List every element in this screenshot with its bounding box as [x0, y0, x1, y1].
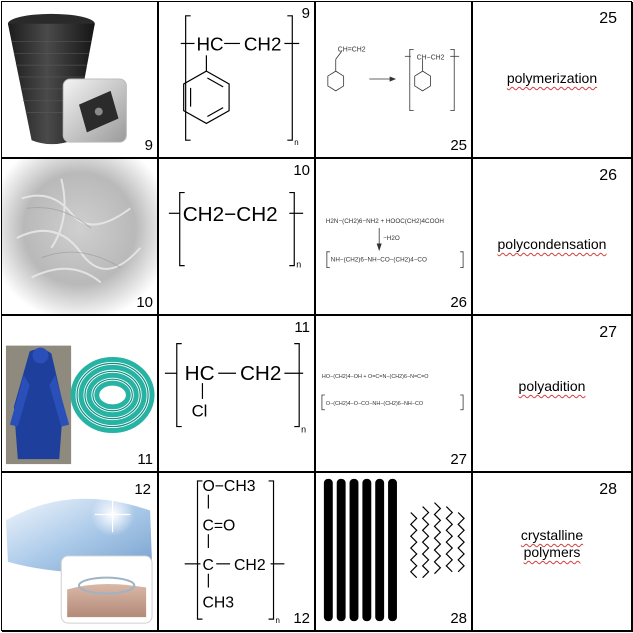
formula-center-carbon: C [202, 557, 213, 574]
polyethylene-formula: CH2−CH2 n [168, 191, 304, 270]
reaction-number: 26 [450, 294, 467, 311]
formula-subscript-n: n [294, 138, 298, 147]
photo-cell-plastic-film: 10 [2, 159, 159, 316]
photo-number: 11 [137, 451, 153, 468]
photo-number: 9 [144, 137, 153, 154]
formula-number: 9 [301, 5, 310, 22]
cup-and-cd-photo [7, 13, 127, 145]
reaction-cell-polyaddition: HO−(CH2)4−OH + O=C=N−(CH2)6−N=C=O O−(CH2… [316, 316, 473, 473]
term-label-line-2: polymers [523, 544, 581, 560]
formula-carbonyl: C=O [202, 517, 235, 534]
crystalline-vs-amorphous-diagram [323, 478, 465, 622]
formula-cell-polyethylene: CH2−CH2 n 10 [159, 159, 316, 316]
polyaddition-reaction: HO−(CH2)4−OH + O=C=N−(CH2)6−N=C=O O−(CH2… [321, 374, 464, 411]
term-number: 27 [599, 324, 617, 341]
polymer-label: CH−CH2 [417, 54, 445, 61]
formula-subscript-n: n [275, 616, 279, 625]
reaction-cell-polycondensation: H2N−(CH2)6−NH2 + HOOC(CH2)4COOH −H2O NH−… [316, 159, 473, 316]
term-number: 28 [599, 481, 617, 498]
term-number: 25 [599, 10, 617, 27]
reaction-number: 27 [450, 451, 467, 468]
formula-text: CH2−CH2 [183, 203, 278, 226]
plastic-film-photo [2, 159, 157, 314]
reaction-number: 25 [450, 137, 467, 154]
pvc-formula: HC CH2 Cl n [164, 343, 306, 434]
photo-cell-raincoat-hose: 11 [2, 316, 159, 473]
formula-group-hc: HC [185, 362, 215, 385]
formula-methyl: CH3 [202, 594, 234, 611]
formula-group-ch2: CH2 [240, 362, 281, 385]
polycondensation-reaction: H2N−(CH2)6−NH2 + HOOC(CH2)4COOH −H2O NH−… [326, 218, 464, 268]
product-line: NH−(CH2)6−NH−CO−(CH2)4−CO [331, 257, 427, 264]
term-label: polyadition [518, 378, 586, 394]
formula-number: 11 [294, 319, 310, 336]
byproduct-label: −H2O [383, 235, 400, 242]
formula-subscript-n: n [301, 424, 306, 434]
monomer-label: CH=CH2 [338, 46, 366, 53]
reactants-line: H2N−(CH2)6−NH2 + HOOC(CH2)4COOH [326, 218, 445, 225]
photo-number: 12 [134, 481, 151, 498]
term-cell-polyaddition: 27 polyadition [473, 316, 633, 473]
formula-ch2: CH2 [234, 557, 266, 574]
contact-lens-photo [5, 492, 153, 624]
term-cell-polymerization: 25 polymerization [473, 2, 633, 159]
formula-group-ch2: CH2 [244, 33, 282, 54]
formula-group-hc: HC [197, 33, 224, 54]
polymerization-reaction: CH=CH2 CH−CH2 [327, 46, 460, 111]
term-label: polymerization [506, 70, 598, 86]
structure-cell-crystalline: 28 [316, 473, 473, 632]
polystyrene-formula: HC CH2 n [180, 15, 300, 147]
term-cell-crystalline-polymers: 28 crystalline polymers [473, 473, 633, 632]
photo-cell-contact-lens: 12 [2, 473, 159, 632]
raincoat-and-hose-photo [2, 316, 157, 471]
photo-cell-cup-cd: 9 [2, 2, 159, 159]
formula-substituent-cl: Cl [192, 402, 208, 421]
formula-cell-pmma: O−CH3 C=O C CH2 CH3 n 12 [159, 473, 316, 632]
product-line: O−(CH2)4−O−CO−NH−(CH2)6−NH−CO [326, 401, 423, 407]
pmma-formula: O−CH3 C=O C CH2 CH3 n [184, 478, 285, 625]
formula-cell-pvc: HC CH2 Cl n 11 [159, 316, 316, 473]
formula-methoxy: O−CH3 [202, 478, 255, 495]
reaction-cell-polymerization: CH=CH2 CH−CH2 25 [316, 2, 473, 159]
term-label: polycondensation [497, 236, 607, 252]
formula-number: 12 [293, 610, 310, 627]
formula-cell-polystyrene: HC CH2 n 9 [159, 2, 316, 159]
reactants-line: HO−(CH2)4−OH + O=C=N−(CH2)6−N=C=O [322, 374, 429, 380]
term-cell-polycondensation: 26 polycondensation [473, 159, 633, 316]
term-label-line-1: crystalline [520, 527, 584, 543]
formula-subscript-n: n [296, 260, 301, 270]
photo-number: 10 [136, 294, 153, 311]
formula-number: 10 [293, 162, 310, 179]
term-number: 26 [599, 167, 617, 184]
reaction-number: 28 [450, 610, 467, 627]
